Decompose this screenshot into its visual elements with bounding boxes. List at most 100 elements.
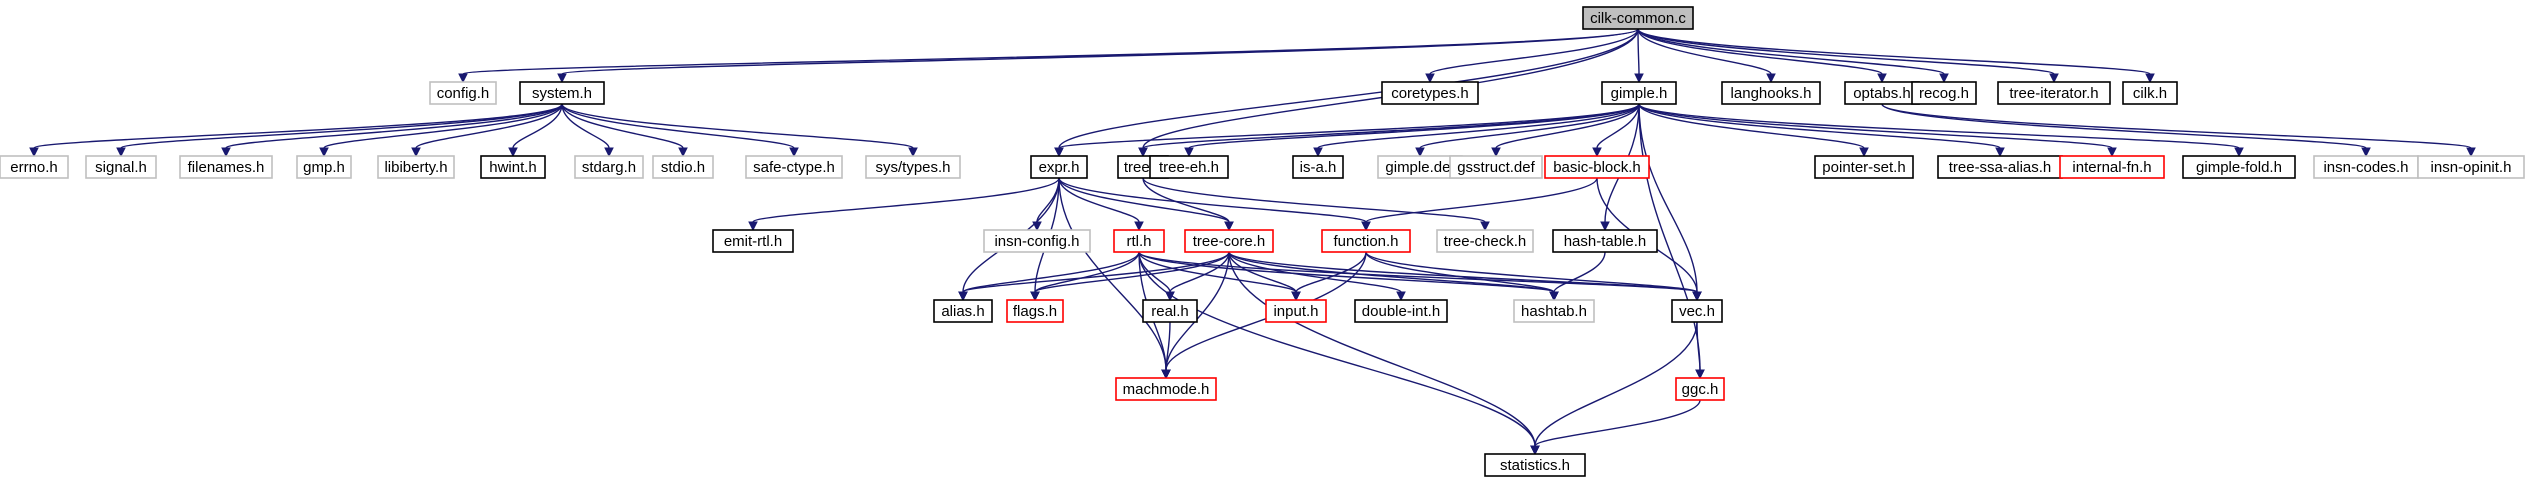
edge-cilk-common-to-gimple (1634, 28, 1644, 84)
node-label: sys/types.h (875, 159, 950, 176)
node-hash-table[interactable]: hash-table.h (1552, 229, 1658, 253)
node-double-int[interactable]: double-int.h (1354, 299, 1448, 323)
node-tree-check[interactable]: tree-check.h (1436, 229, 1534, 253)
edge-cilk-common-to-system (557, 28, 1639, 84)
node-gimple-def[interactable]: gimple.def (1377, 155, 1463, 179)
node-signal[interactable]: signal.h (85, 155, 157, 179)
edge-gimple-to-gimple-fold (1638, 103, 2244, 158)
node-label: insn-codes.h (2323, 159, 2408, 176)
node-box (933, 299, 993, 323)
node-langhooks[interactable]: langhooks.h (1721, 81, 1821, 105)
node-box (377, 155, 455, 179)
node-gimple[interactable]: gimple.h (1601, 81, 1677, 105)
node-insn-config[interactable]: insn-config.h (983, 229, 1091, 253)
node-flags[interactable]: flags.h (1006, 299, 1064, 323)
node-tree-eh[interactable]: tree-eh.h (1149, 155, 1229, 179)
node-tree-iterator[interactable]: tree-iterator.h (1997, 81, 2111, 105)
edge-expr-to-rtl (1058, 177, 1144, 232)
node-hashtab[interactable]: hashtab.h (1513, 299, 1595, 323)
node-label: insn-config.h (994, 233, 1079, 250)
node-is-a[interactable]: is-a.h (1292, 155, 1344, 179)
node-libiberty[interactable]: libiberty.h (377, 155, 455, 179)
node-gsstruct-def[interactable]: gsstruct.def (1449, 155, 1543, 179)
node-label: ggc.h (1682, 381, 1719, 398)
node-tree-core[interactable]: tree-core.h (1184, 229, 1274, 253)
edge-system-to-libiberty (411, 103, 563, 158)
node-box (1115, 377, 1217, 401)
node-emit-rtl[interactable]: emit-rtl.h (712, 229, 794, 253)
node-machmode[interactable]: machmode.h (1115, 377, 1217, 401)
node-tree-ssa-alias[interactable]: tree-ssa-alias.h (1937, 155, 2063, 179)
node-label: is-a.h (1300, 159, 1337, 176)
node-recog[interactable]: recog.h (1911, 81, 1977, 105)
node-box (1265, 299, 1327, 323)
node-label: gimple-fold.h (2196, 159, 2282, 176)
node-rtl[interactable]: rtl.h (1113, 229, 1165, 253)
edge-gimple-to-internal-fn (1638, 103, 2117, 158)
node-box (1814, 155, 1914, 179)
node-box (1354, 299, 1448, 323)
node-alias[interactable]: alias.h (933, 299, 993, 323)
node-box (1544, 155, 1650, 179)
node-box (1513, 299, 1595, 323)
edge-tree-to-tree-core (1142, 177, 1234, 232)
edge-function-to-input (1291, 251, 1367, 302)
node-box (574, 155, 644, 179)
node-cilk[interactable]: cilk.h (2122, 81, 2178, 105)
node-label: gsstruct.def (1457, 159, 1535, 176)
edge-rtl-to-flags (1030, 251, 1140, 302)
node-label: gimple.def (1385, 159, 1455, 176)
node-filenames[interactable]: filenames.h (179, 155, 273, 179)
node-label: function.h (1333, 233, 1398, 250)
node-label: coretypes.h (1391, 85, 1469, 102)
node-optabs[interactable]: optabs.h (1844, 81, 1920, 105)
node-label: langhooks.h (1731, 85, 1812, 102)
node-insn-codes[interactable]: insn-codes.h (2313, 155, 2419, 179)
node-statistics[interactable]: statistics.h (1484, 453, 1586, 477)
node-cilk-common[interactable]: cilk-common.c (1582, 6, 1694, 30)
node-basic-block[interactable]: basic-block.h (1544, 155, 1650, 179)
node-box (1142, 299, 1198, 323)
node-label: real.h (1151, 303, 1189, 320)
node-safe-ctype[interactable]: safe-ctype.h (745, 155, 843, 179)
node-expr[interactable]: expr.h (1030, 155, 1088, 179)
node-internal-fn[interactable]: internal-fn.h (2059, 155, 2165, 179)
node-pointer-set[interactable]: pointer-set.h (1814, 155, 1914, 179)
node-real[interactable]: real.h (1142, 299, 1198, 323)
node-label: machmode.h (1123, 381, 1210, 398)
node-errno[interactable]: errno.h (0, 155, 69, 179)
node-label: flags.h (1013, 303, 1057, 320)
node-label: config.h (437, 85, 490, 102)
node-box (1601, 81, 1677, 105)
node-hwint[interactable]: hwint.h (480, 155, 546, 179)
node-label: libiberty.h (384, 159, 447, 176)
edge-tree-core-to-statistics (1228, 251, 1540, 456)
node-system[interactable]: system.h (519, 81, 605, 105)
edge-gimple-to-gsstruct-def (1491, 103, 1640, 158)
node-coretypes[interactable]: coretypes.h (1381, 81, 1479, 105)
node-label: hash-table.h (1564, 233, 1647, 250)
node-box (85, 155, 157, 179)
node-sys-types[interactable]: sys/types.h (865, 155, 961, 179)
node-ggc[interactable]: ggc.h (1675, 377, 1725, 401)
node-config[interactable]: config.h (429, 81, 497, 105)
edge-optabs-to-insn-codes (1881, 103, 2371, 158)
node-insn-opinit[interactable]: insn-opinit.h (2417, 155, 2525, 179)
node-stdarg[interactable]: stdarg.h (574, 155, 644, 179)
node-label: tree-core.h (1193, 233, 1266, 250)
edge-vec-to-ggc (1695, 321, 1705, 380)
node-box (2122, 81, 2178, 105)
node-function[interactable]: function.h (1321, 229, 1411, 253)
edge-tree-core-to-input (1228, 251, 1301, 302)
edge-system-to-stdio (561, 103, 688, 158)
node-input[interactable]: input.h (1265, 299, 1327, 323)
node-stdio[interactable]: stdio.h (652, 155, 714, 179)
node-label: alias.h (941, 303, 984, 320)
node-label: gimple.h (1611, 85, 1668, 102)
node-vec[interactable]: vec.h (1671, 299, 1723, 323)
node-label: hashtab.h (1521, 303, 1587, 320)
node-box (712, 229, 794, 253)
node-gimple-fold[interactable]: gimple-fold.h (2182, 155, 2296, 179)
edge-vec-to-statistics (1530, 321, 1698, 456)
node-gmp[interactable]: gmp.h (296, 155, 352, 179)
